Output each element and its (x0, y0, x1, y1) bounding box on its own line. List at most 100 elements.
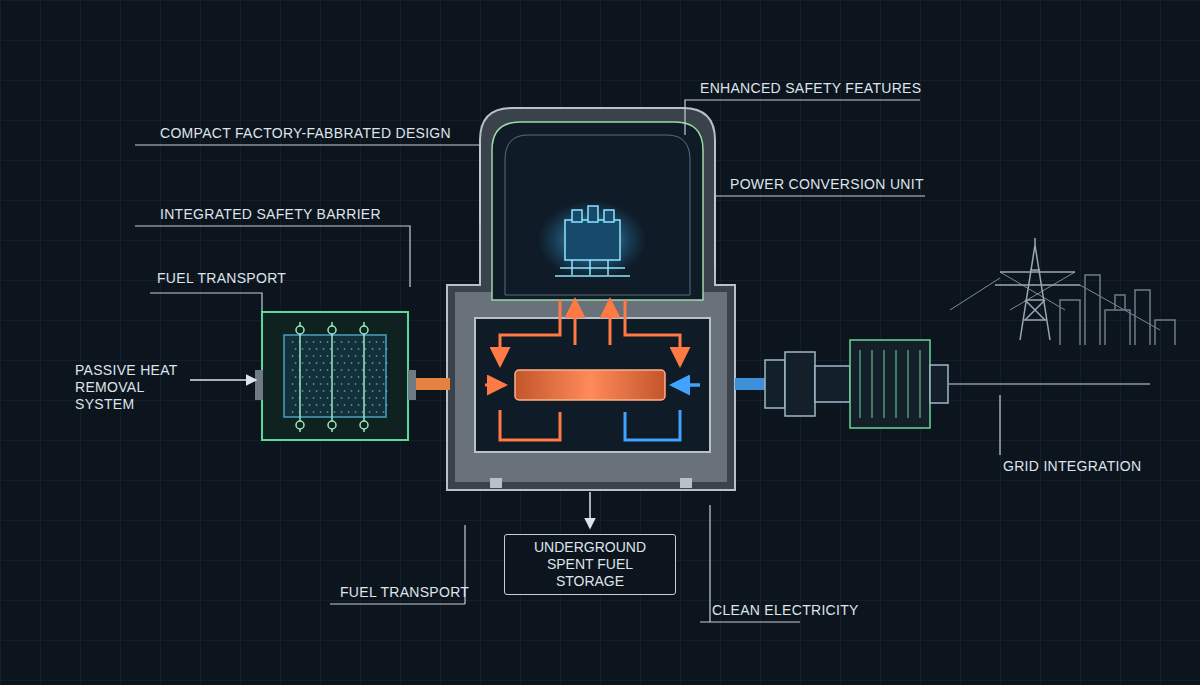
texture-dot (341, 411, 343, 413)
texture-dot (344, 390, 346, 392)
texture-dot (369, 411, 371, 413)
texture-dot (306, 341, 308, 343)
texture-dot (358, 404, 360, 406)
texture-dot (351, 404, 353, 406)
callout-label: FUEL TRANSPORT (157, 270, 286, 287)
texture-dot (344, 348, 346, 350)
texture-dot (334, 369, 336, 371)
texture-dot (316, 390, 318, 392)
texture-dot (341, 341, 343, 343)
callout-label: INTEGRATED SAFETY BARRIER (160, 206, 381, 223)
storage-box: UNDERGROUND SPENT FUEL STORAGE (504, 534, 676, 595)
texture-dot (313, 355, 315, 357)
box-text: UNDERGROUND SPENT FUEL STORAGE (515, 539, 665, 590)
callout-label: POWER CONVERSION UNIT (730, 176, 924, 193)
texture-dot (337, 348, 339, 350)
texture-dot (355, 369, 357, 371)
texture-dot (302, 404, 304, 406)
texture-dot (323, 376, 325, 378)
texture-dot (313, 411, 315, 413)
texture-dot (295, 362, 297, 364)
texture-dot (292, 369, 294, 371)
texture-dot (372, 348, 374, 350)
callout-label: COMPACT FACTORY-FABBRATED DESIGN (160, 125, 451, 142)
texture-dot (302, 362, 304, 364)
texture-dot (379, 362, 381, 364)
texture-dot (379, 348, 381, 350)
texture-dot (355, 411, 357, 413)
texture-dot (306, 411, 308, 413)
texture-dot (295, 404, 297, 406)
texture-dot (362, 369, 364, 371)
texture-dot (330, 362, 332, 364)
texture-dot (379, 390, 381, 392)
texture-dot (292, 355, 294, 357)
texture-dot (341, 355, 343, 357)
texture-dot (362, 397, 364, 399)
texture-dot (320, 355, 322, 357)
texture-dot (330, 348, 332, 350)
texture-dot (334, 341, 336, 343)
texture-dot (376, 369, 378, 371)
texture-dot (348, 341, 350, 343)
texture-dot (313, 369, 315, 371)
callout-label: FUEL TRANSPORT (340, 584, 469, 601)
texture-dot (379, 376, 381, 378)
texture-dot (330, 376, 332, 378)
texture-dot (330, 404, 332, 406)
texture-dot (365, 404, 367, 406)
texture-dot (362, 411, 364, 413)
texture-dot (292, 397, 294, 399)
texture-dot (334, 383, 336, 385)
texture-dot (337, 362, 339, 364)
texture-dot (348, 383, 350, 385)
texture-dot (320, 411, 322, 413)
texture-dot (302, 390, 304, 392)
texture-dot (351, 348, 353, 350)
texture-dot (358, 390, 360, 392)
texture-dot (306, 355, 308, 357)
texture-dot (369, 383, 371, 385)
callout-label: GRID INTEGRATION (1003, 458, 1141, 475)
texture-dot (369, 397, 371, 399)
texture-dot (313, 341, 315, 343)
texture-dot (327, 369, 329, 371)
texture-dot (383, 341, 385, 343)
texture-dot (369, 369, 371, 371)
texture-dot (362, 355, 364, 357)
texture-dot (309, 348, 311, 350)
texture-dot (365, 376, 367, 378)
texture-dot (323, 362, 325, 364)
texture-dot (292, 383, 294, 385)
texture-dot (351, 362, 353, 364)
texture-dot (386, 376, 388, 378)
texture-dot (323, 404, 325, 406)
texture-dot (355, 355, 357, 357)
texture-dot (313, 383, 315, 385)
texture-dot (309, 390, 311, 392)
texture-dot (348, 369, 350, 371)
texture-dot (379, 404, 381, 406)
texture-dot (327, 411, 329, 413)
texture-dot (327, 397, 329, 399)
callout-label: CLEAN ELECTRICITY (712, 602, 859, 619)
texture-dot (358, 348, 360, 350)
texture-dot (383, 397, 385, 399)
texture-dot (372, 390, 374, 392)
texture-dot (316, 376, 318, 378)
texture-dot (386, 404, 388, 406)
texture-dot (334, 397, 336, 399)
texture-dot (306, 383, 308, 385)
texture-dot (334, 411, 336, 413)
texture-dot (337, 404, 339, 406)
texture-dot (292, 341, 294, 343)
texture-dot (383, 411, 385, 413)
texture-dot (344, 362, 346, 364)
texture-dot (309, 362, 311, 364)
texture-dot (316, 404, 318, 406)
texture-dot (358, 376, 360, 378)
texture-dot (362, 383, 364, 385)
texture-dot (344, 404, 346, 406)
texture-dot (365, 390, 367, 392)
